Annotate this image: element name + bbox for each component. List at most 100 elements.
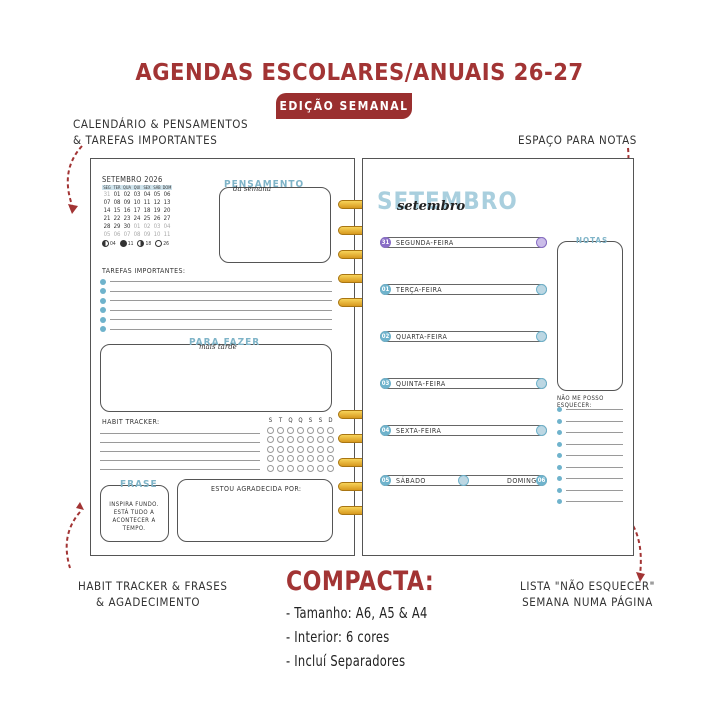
nao-esquecer-bullet [557, 499, 562, 505]
tarefa-bullet [100, 316, 106, 323]
nao-esquecer-row [557, 473, 623, 485]
compacta-list: - Tamanho: A6, A5 & A4- Interior: 6 core… [286, 604, 453, 676]
saturday-name: SÁBADO [396, 477, 426, 485]
nao-esquecer-line [566, 466, 623, 468]
day-num: 02 [380, 331, 391, 342]
calendar-day: 25 [143, 215, 151, 222]
calendar-day: 09 [143, 231, 151, 238]
day-num: 31 [380, 237, 391, 248]
calendar-day: 24 [133, 215, 141, 222]
callout-top-left: CALENDÁRIO & PENSAMENTOS & TAREFAS IMPOR… [73, 116, 248, 148]
callout-text: & AGADECIMENTO [96, 595, 201, 609]
habit-check [277, 445, 284, 453]
calendar-day: 14 [103, 207, 111, 214]
habit-check [297, 445, 304, 453]
habit-line [100, 460, 260, 461]
habit-check [327, 436, 334, 443]
page-title: AGENDAS ESCOLARES/ANUAIS 26-27 [135, 60, 584, 86]
habit-check [297, 436, 304, 443]
nao-esquecer-row [557, 439, 623, 451]
month-title: SETEMBRO [377, 187, 518, 215]
moon-icon [102, 240, 109, 247]
nao-esquecer-bullet [557, 464, 562, 470]
calendar-day: 05 [153, 191, 161, 198]
habit-check [317, 426, 324, 434]
calendar-month: SETEMBRO 2026 [102, 175, 163, 184]
moon-phase: 26 [155, 240, 169, 247]
calendar-day: 06 [163, 191, 171, 198]
habit-check [287, 455, 294, 462]
day-name: SEGUNDA-FEIRA [396, 239, 454, 247]
calendar-day: 02 [143, 223, 151, 230]
nao-esquecer-bullet [557, 430, 562, 436]
tarefa-row [100, 325, 332, 335]
calendar-day: 18 [143, 207, 151, 214]
nao-esquecer-line [566, 432, 623, 434]
arrowhead-icon [636, 572, 645, 582]
calendar-weekday: SEX [143, 185, 151, 190]
habit-check [307, 455, 314, 462]
nao-esquecer-bullet [557, 453, 562, 459]
habit-check [307, 426, 314, 434]
moon-date: 26 [163, 240, 169, 247]
tarefas-list [100, 277, 332, 334]
tarefa-bullet [100, 326, 106, 333]
compacta-title: COMPACTA: [286, 566, 435, 597]
nao-esquecer-label: NÃO ME POSSO ESQUECER: [557, 395, 604, 409]
habit-check [277, 426, 284, 434]
nao-esquecer-line [566, 501, 623, 503]
habit-row [267, 455, 337, 462]
moon-phase: 04 [102, 240, 116, 247]
moon-phase: 11 [119, 240, 133, 247]
tarefa-line [110, 309, 332, 311]
tarefa-line [110, 300, 332, 302]
habit-row [267, 445, 337, 453]
habit-check [317, 455, 324, 462]
nao-esquecer-row [557, 496, 623, 508]
nao-esquecer-line [566, 478, 623, 480]
calendar-day: 28 [103, 223, 111, 230]
moon-date: 04 [110, 240, 116, 247]
nao-esquecer-row [557, 450, 623, 462]
habit-day: Q [298, 417, 303, 424]
habit-check [327, 455, 334, 462]
calendar-day: 01 [113, 191, 121, 198]
habit-row [267, 426, 337, 434]
callout-top-right: ESPAÇO PARA NOTAS [518, 133, 637, 147]
moon-icon [119, 240, 127, 247]
tarefa-line [110, 281, 332, 283]
pensamento-box [219, 187, 331, 263]
calendar-day: 03 [133, 191, 141, 198]
habit-check [327, 426, 334, 434]
nao-esquecer-bullet [557, 476, 562, 482]
month-script: setembro [397, 199, 466, 214]
tarefa-line [110, 319, 332, 321]
sunday-num: 06 [536, 475, 547, 486]
arrow-top-left [66, 145, 83, 206]
calendar-day: 19 [153, 207, 161, 214]
calendar-day: 31 [103, 191, 111, 198]
habit-day: S [268, 417, 273, 424]
habit-check [287, 426, 294, 434]
notas-title: NOTAS [576, 236, 609, 245]
habit-line [100, 469, 260, 470]
habit-check [297, 426, 304, 434]
frase-text: INSPIRA FUNDO. ESTÁ TUDO A ACONTECER A T… [109, 501, 159, 532]
calendar-day: 03 [153, 223, 161, 230]
tarefa-bullet [100, 288, 106, 295]
calendar-weekday: DOM [162, 185, 172, 190]
tarefa-row [100, 277, 332, 287]
day-name: QUARTA-FEIRA [396, 333, 448, 341]
tarefa-bullet [100, 278, 106, 285]
habit-check [267, 464, 274, 472]
calendar-day: 06 [113, 231, 121, 238]
calendar-day: 01 [133, 223, 141, 230]
callout-text: CALENDÁRIO & PENSAMENTOS [73, 117, 249, 131]
